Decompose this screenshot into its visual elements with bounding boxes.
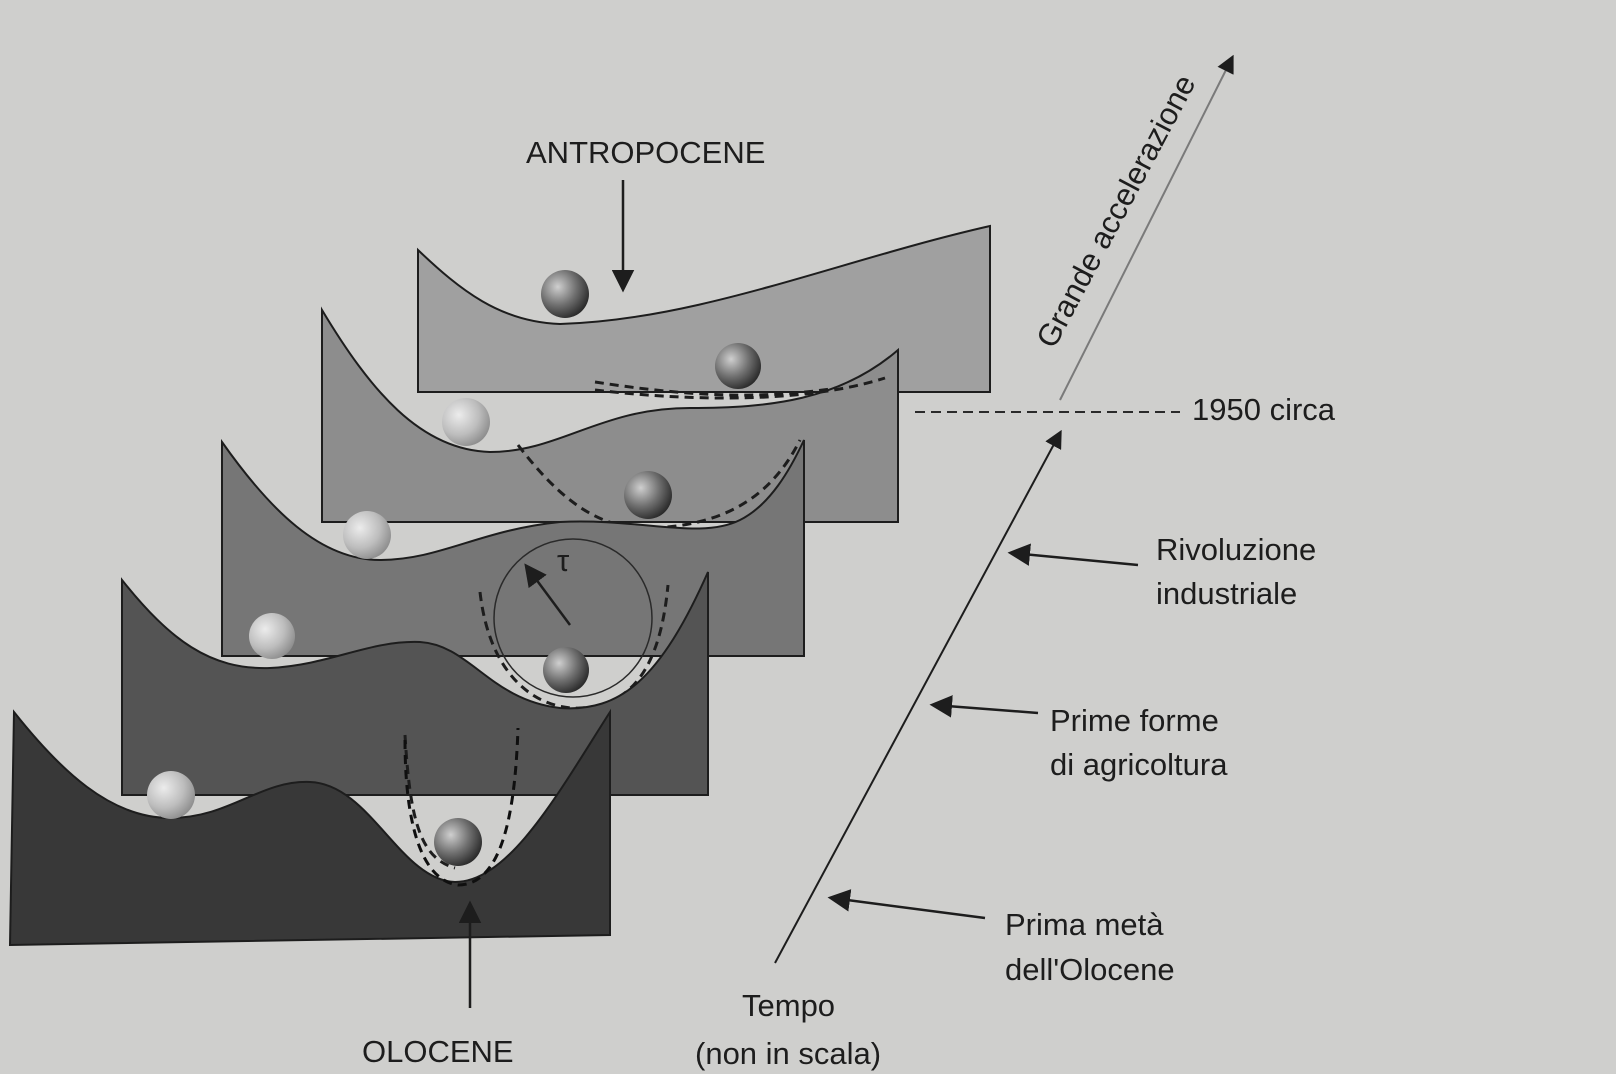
state-ball xyxy=(434,818,482,866)
state-ball-faded xyxy=(442,398,490,446)
early-holocene-label-line1: Prima metà xyxy=(1005,907,1164,942)
state-ball xyxy=(624,471,672,519)
state-ball xyxy=(543,647,589,693)
early-holocene-label-line2: dell'Olocene xyxy=(1005,952,1175,987)
early-holocene-arrow xyxy=(832,898,985,918)
state-ball xyxy=(715,343,761,389)
state-ball-faded xyxy=(343,511,391,559)
olocene-label: OLOCENE xyxy=(362,1034,514,1069)
industrial-revolution-arrow xyxy=(1012,553,1138,565)
year-1950-label: 1950 circa xyxy=(1192,392,1336,427)
time-axis-label-line1: Tempo xyxy=(742,988,835,1023)
state-ball-faded xyxy=(249,613,295,659)
antropocene-label: ANTROPOCENE xyxy=(526,135,765,170)
great-acceleration-label: Grande accelerazione xyxy=(1029,69,1202,353)
landscape-panel-5 xyxy=(418,226,990,395)
agriculture-label-line1: Prime forme xyxy=(1050,703,1219,738)
time-axis-label-line2: (non in scala) xyxy=(695,1036,881,1071)
agriculture-label-line2: di agricoltura xyxy=(1050,747,1228,782)
industrial-revolution-label-line2: industriale xyxy=(1156,576,1297,611)
tau-label: τ xyxy=(557,543,569,578)
state-ball xyxy=(541,270,589,318)
agriculture-arrow xyxy=(934,705,1038,713)
industrial-revolution-label-line1: Rivoluzione xyxy=(1156,532,1316,567)
state-ball-faded xyxy=(147,771,195,819)
